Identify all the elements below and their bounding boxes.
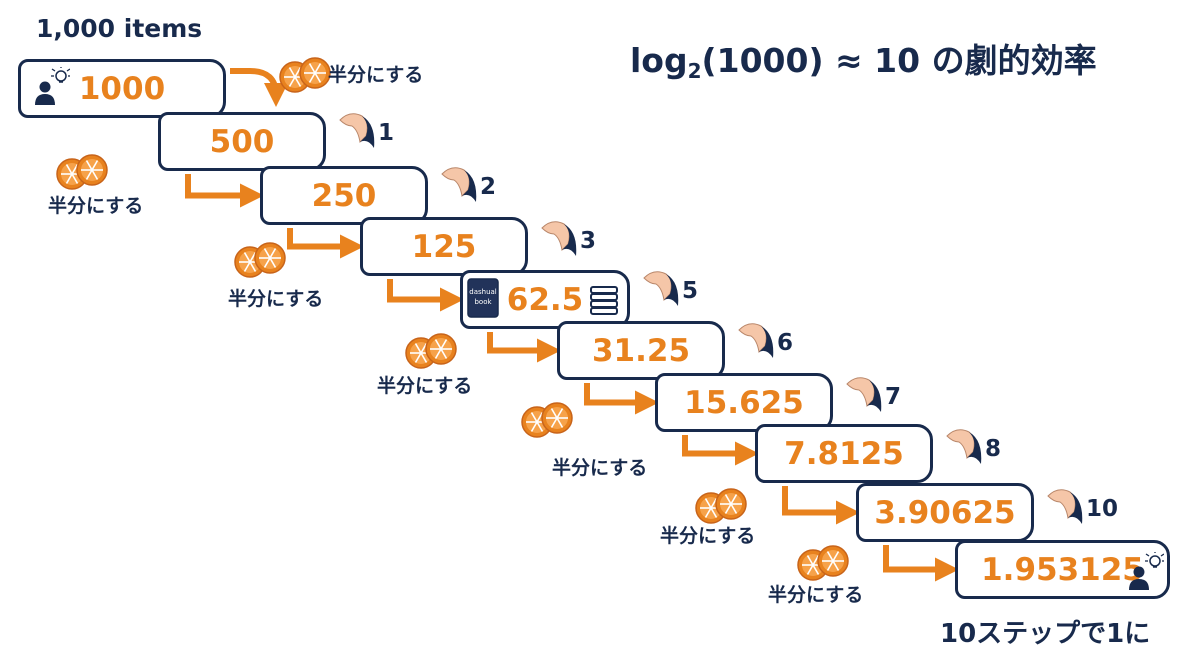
- hand-icon: [441, 167, 477, 202]
- step-value: 15.625: [684, 384, 804, 421]
- step-value: 1000: [78, 70, 166, 107]
- footer-caption: 10ステップで1に: [940, 619, 1151, 649]
- halve-label: 半分にする: [660, 525, 756, 547]
- items-count-label: 1,000 items: [36, 14, 203, 43]
- step-arrow: [387, 279, 464, 312]
- step-box: 31.25: [557, 321, 725, 380]
- hand-icon: [339, 113, 375, 148]
- hand-icon: [846, 377, 882, 412]
- orange-halves-icon: [695, 488, 747, 524]
- halve-label: 半分にする: [228, 288, 324, 310]
- step-number: 10: [1086, 496, 1119, 522]
- formula-suffix: の劇的効率: [931, 41, 1097, 80]
- orange-halves-icon: [56, 154, 108, 190]
- step-box: 125: [360, 217, 528, 276]
- step-box: 1000: [18, 59, 226, 118]
- step-box: 3.90625: [856, 483, 1034, 542]
- halve-label: 半分にする: [552, 457, 648, 479]
- step-number: 6: [777, 330, 794, 356]
- step-number: 2: [480, 174, 497, 200]
- orange-halves-icon: [405, 333, 457, 369]
- halve-label: 半分にする: [768, 584, 864, 606]
- book-cover-text: dashual: [469, 288, 497, 296]
- hand-icon: [541, 221, 577, 256]
- orange-halves-icon: [234, 242, 286, 278]
- formula-log: log: [630, 41, 688, 80]
- step-arrow: [487, 332, 561, 363]
- step-arrow: [287, 228, 364, 259]
- orange-halves-icon: [797, 545, 849, 581]
- formula-argument: (1000) ≈ 10: [701, 41, 921, 80]
- step-value: 7.8125: [784, 435, 904, 472]
- halve-label: 半分にする: [328, 64, 424, 86]
- book-cover-text: book: [474, 298, 492, 306]
- step-arrow: [584, 383, 659, 415]
- step-value: 31.25: [591, 332, 691, 369]
- hand-icon: [1047, 489, 1083, 524]
- step-arrow: [682, 435, 759, 466]
- step-box: 250: [260, 166, 428, 225]
- hand-icon: [643, 271, 679, 306]
- step-number: 3: [580, 228, 597, 254]
- orange-halves-icon: [521, 402, 573, 438]
- step-arrow: [185, 174, 264, 208]
- book-icon: dashual book: [467, 278, 499, 318]
- person-idea-icon: [35, 67, 70, 105]
- hand-icon: [946, 429, 982, 464]
- step-value: 125: [411, 228, 477, 265]
- hand-icon: [738, 323, 774, 358]
- step-value: 250: [311, 177, 377, 214]
- step-arrow: [230, 68, 288, 107]
- person-idea-icon: [1129, 552, 1164, 590]
- orange-halves-icon: [279, 57, 331, 93]
- step-number: 1: [378, 120, 395, 146]
- step-number: 7: [885, 384, 902, 410]
- step-value: 500: [209, 123, 275, 160]
- step-value: 1.953125: [981, 551, 1144, 588]
- step-number: 5: [682, 278, 699, 304]
- step-box: 7.8125: [755, 424, 933, 483]
- formula-base: 2: [687, 59, 702, 83]
- halve-label: 半分にする: [377, 375, 473, 397]
- stacked-books-icon: [590, 286, 618, 315]
- step-value: 62.5: [506, 281, 584, 318]
- step-arrow: [782, 486, 860, 525]
- formula-title: log2(1000) ≈ 10 の劇的効率: [630, 34, 1097, 83]
- step-box: 15.625: [655, 373, 833, 432]
- step-box: 500: [158, 112, 326, 171]
- halve-label: 半分にする: [48, 195, 144, 217]
- step-value: 3.90625: [874, 494, 1016, 531]
- step-arrow: [883, 545, 959, 582]
- step-number: 8: [985, 436, 1002, 462]
